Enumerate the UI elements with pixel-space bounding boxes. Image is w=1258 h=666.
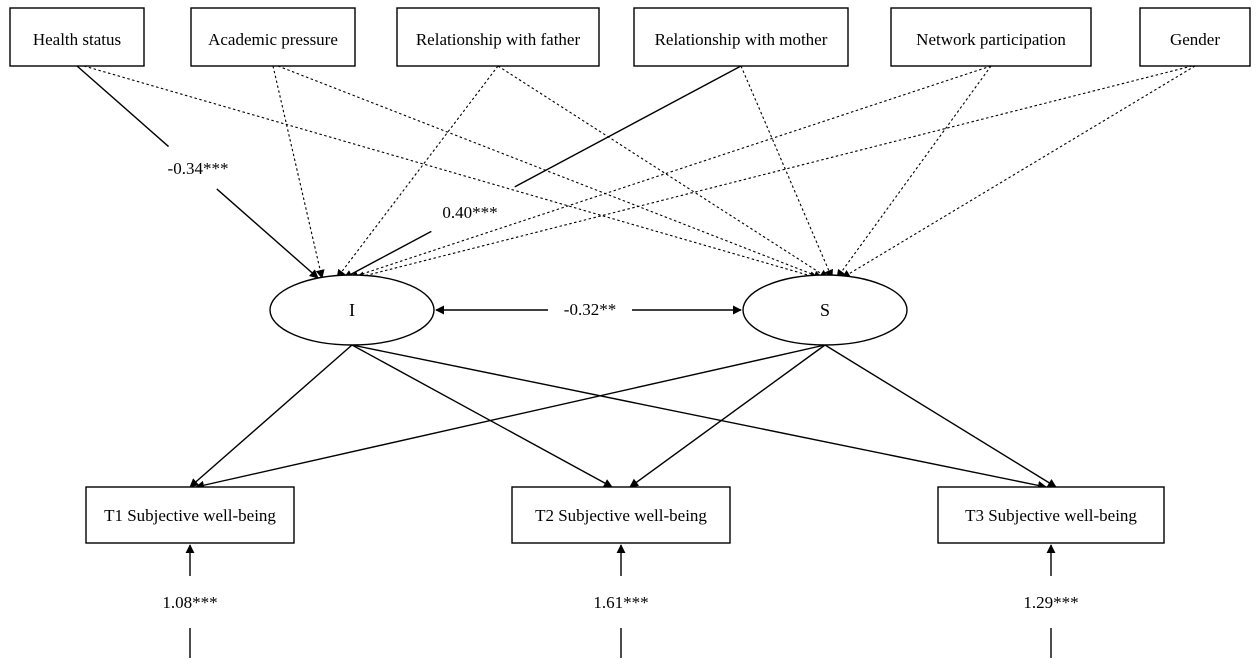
path-health-to-i-segment-1 xyxy=(76,65,170,148)
svg-text:Relationship with father: Relationship with father xyxy=(416,30,581,49)
latent-slope-s: S xyxy=(742,274,908,346)
path-i-to-t1 xyxy=(189,344,353,488)
path-mother-to-i-segment-2 xyxy=(343,230,432,279)
predictor-gender: Gender xyxy=(1139,7,1251,67)
coef-residual-t3: 1.29*** xyxy=(1023,593,1078,612)
latent-intercept-i: I xyxy=(269,274,435,346)
svg-text:Gender: Gender xyxy=(1170,30,1220,49)
coef-covariance-i-s: -0.32** xyxy=(564,300,616,319)
predictor-academic-pressure: Academic pressure xyxy=(190,7,356,67)
path-father-to-i xyxy=(336,65,499,279)
paths-layer xyxy=(76,65,1196,490)
svg-text:Academic pressure: Academic pressure xyxy=(208,30,338,49)
path-gender-to-s xyxy=(841,65,1196,279)
svg-text:Relationship with mother: Relationship with mother xyxy=(655,30,828,49)
outcome-t3-subjective-well-being: T3 Subjective well-being xyxy=(937,486,1165,544)
svg-text:Health status: Health status xyxy=(33,30,121,49)
outcome-t2-subjective-well-being: T2 Subjective well-being xyxy=(511,486,731,544)
path-mother-to-s xyxy=(740,65,833,279)
coef-mother-to-i: 0.40*** xyxy=(442,203,497,222)
path-academic-to-s xyxy=(277,65,823,280)
path-s-to-t3 xyxy=(824,344,1057,488)
predictor-health-status: Health status xyxy=(9,7,145,67)
outcome-t1-subjective-well-being: T1 Subjective well-being xyxy=(85,486,295,544)
path-i-to-t3 xyxy=(351,344,1047,490)
predictor-relationship-with-father: Relationship with father xyxy=(396,7,600,67)
svg-text:I: I xyxy=(349,300,355,320)
predictor-network-participation: Network participation xyxy=(890,7,1092,67)
path-health-to-i-segment-2 xyxy=(216,188,319,279)
svg-text:T1 Subjective well-being: T1 Subjective well-being xyxy=(104,506,276,525)
svg-text:Network participation: Network participation xyxy=(916,30,1066,49)
svg-text:T2 Subjective well-being: T2 Subjective well-being xyxy=(535,506,707,525)
coef-residual-t1: 1.08*** xyxy=(162,593,217,612)
svg-text:S: S xyxy=(820,300,830,320)
path-gender-to-i xyxy=(355,65,1193,281)
path-academic-to-i xyxy=(272,65,325,279)
path-father-to-s xyxy=(497,65,829,279)
path-s-to-t2 xyxy=(629,344,826,488)
svg-text:T3 Subjective well-being: T3 Subjective well-being xyxy=(965,506,1137,525)
coef-residual-t2: 1.61*** xyxy=(593,593,648,612)
predictor-relationship-with-mother: Relationship with mother xyxy=(633,7,849,67)
path-health-to-s xyxy=(83,65,819,281)
path-mother-to-i-segment-1 xyxy=(514,65,742,188)
path-s-to-t1 xyxy=(195,344,826,490)
coef-health-to-i: -0.34*** xyxy=(168,159,229,178)
path-i-to-t2 xyxy=(351,344,613,488)
path-network-to-s xyxy=(836,65,992,279)
